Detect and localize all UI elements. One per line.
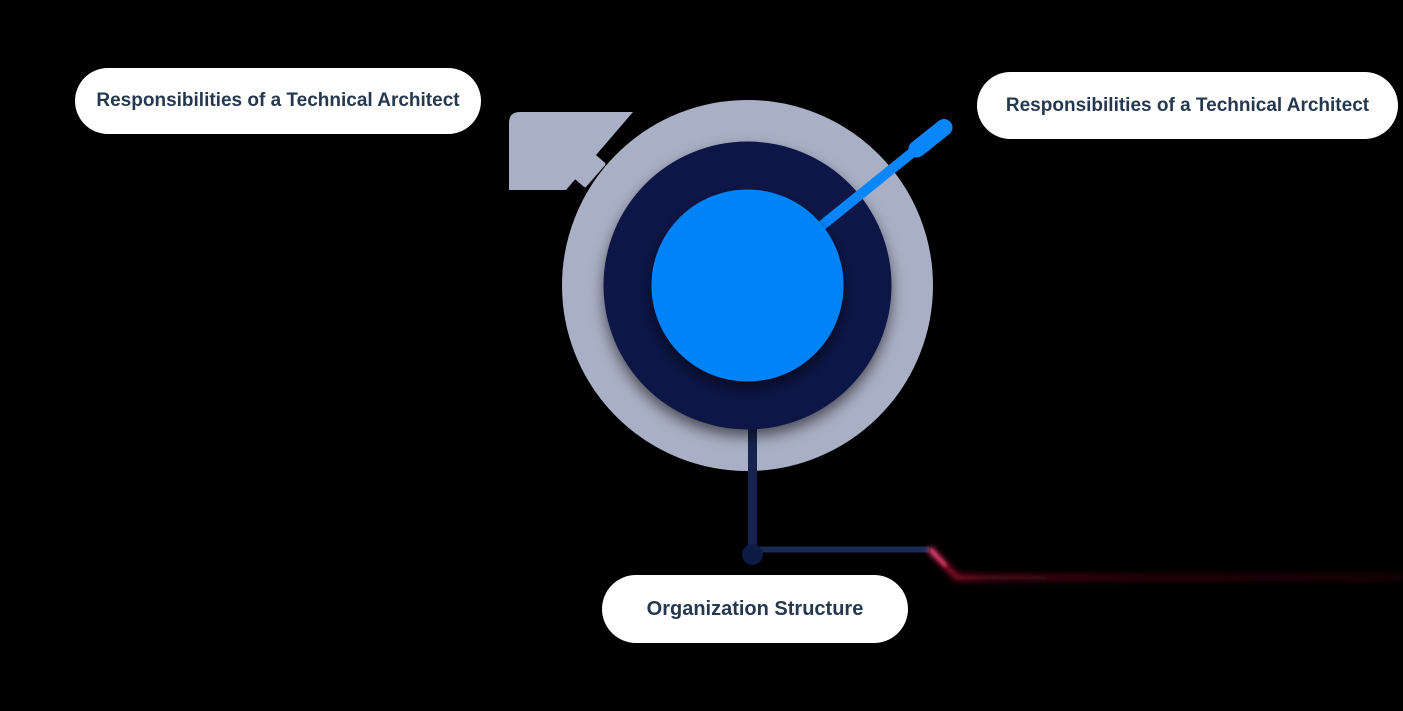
pointer-needle-head [908, 119, 953, 158]
label-top-right: Responsibilities of a Technical Architec… [977, 72, 1398, 139]
callout-wedge [509, 112, 633, 190]
outer-ring [562, 100, 933, 471]
red-glow-core [928, 547, 948, 568]
label-top-left: Responsibilities of a Technical Architec… [75, 68, 481, 134]
label-bottom: Organization Structure [602, 575, 908, 643]
connector-dot [742, 544, 763, 565]
ring-tab-fragment [574, 154, 606, 188]
hub-circle [651, 189, 844, 382]
label-bottom-text: Organization Structure [646, 597, 864, 620]
label-top-right-text: Responsibilities of a Technical Architec… [1005, 94, 1370, 116]
label-top-left-text: Responsibilities of a Technical Architec… [96, 90, 460, 111]
red-glow-streak [927, 546, 1403, 581]
